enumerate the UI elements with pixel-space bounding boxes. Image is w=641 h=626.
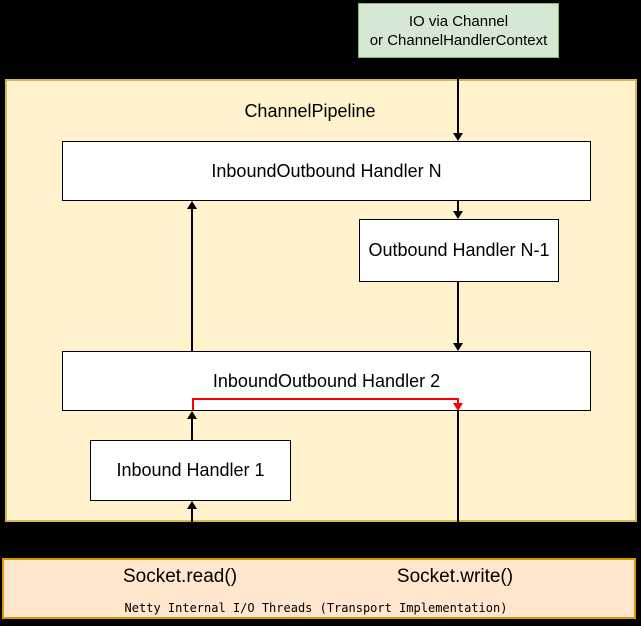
write-shortcut-arrow-right-segment <box>457 398 459 404</box>
socket-write-label: Socket.write() <box>396 566 514 587</box>
arrow-up-icon <box>187 501 197 509</box>
socket-band-caption: Netty Internal I/O Threads (Transport Im… <box>124 601 508 615</box>
inbound-outbound-handler-n-box: InboundOutbound Handler N <box>62 141 591 201</box>
outbound-line-handler-n-to-n-1 <box>457 201 459 211</box>
socket-read-label: Socket.read() <box>122 566 238 587</box>
write-shortcut-arrow-horizontal-segment <box>192 398 459 400</box>
outbound-n-1-label: Outbound Handler N-1 <box>368 240 550 260</box>
handler-n-label: InboundOutbound Handler N <box>211 160 442 181</box>
io-box-line2: or ChannelHandlerContext <box>369 31 548 49</box>
inbound-line-handler-1-to-handler-2 <box>191 419 193 440</box>
io-via-channel-box: IO via Channel or ChannelHandlerContext <box>358 3 559 58</box>
io-box-line1: IO via Channel <box>408 12 509 30</box>
arrow-up-icon <box>187 201 197 209</box>
arrow-down-icon <box>453 343 463 351</box>
inbound-line-handler-2-to-handler-n <box>191 209 193 351</box>
inbound-outbound-handler-2-box: InboundOutbound Handler 2 <box>62 351 591 411</box>
outbound-line-n-1-to-handler-2 <box>457 282 459 343</box>
red-arrow-down-icon <box>453 403 463 411</box>
arrow-down-icon <box>453 133 463 141</box>
arrow-down-icon <box>453 211 463 219</box>
channel-pipeline-label: ChannelPipeline <box>244 101 376 121</box>
outbound-line-handler-2-to-socket <box>457 411 459 558</box>
inbound-line-socket-to-handler-1 <box>191 509 193 558</box>
outbound-handler-n-1-box: Outbound Handler N-1 <box>359 219 559 282</box>
arrow-up-icon <box>187 411 197 419</box>
write-shortcut-arrow-left-segment <box>192 398 194 410</box>
inbound-handler-1-box: Inbound Handler 1 <box>90 440 291 501</box>
inbound-1-label: Inbound Handler 1 <box>116 460 265 480</box>
handler-2-label: InboundOutbound Handler 2 <box>212 370 441 391</box>
socket-io-band <box>2 558 636 619</box>
outbound-line-io-to-handler-n <box>457 58 459 133</box>
